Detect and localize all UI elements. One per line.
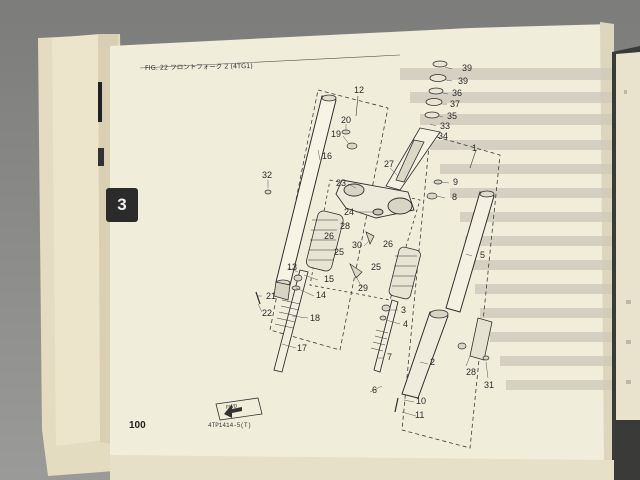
callout-35: 35 [447,111,458,121]
callout-4: 4 [403,319,409,329]
callout-25-left: 25 [334,247,345,257]
callout-28-upper: 28 [340,221,351,231]
callout-18: 18 [310,313,321,323]
callout-28-lower: 28 [466,367,477,377]
fwd-arrow-icon [215,397,263,421]
callout-39b: 39 [458,76,469,86]
callout-2: 2 [430,357,436,367]
callout-12: 12 [354,85,365,95]
group-box-12 [269,89,389,351]
figure-title: FIG. 22 フロントフォーク 2 (4TG1) [144,62,253,72]
callout-37: 37 [450,99,461,109]
callout-10: 10 [416,396,427,406]
callout-1: 1 [472,143,478,153]
callout-5: 5 [480,250,486,260]
callout-26-right: 26 [383,239,394,249]
callout-36: 36 [452,88,463,98]
callout-23: 23 [336,178,347,188]
page-bottom-curl [110,455,614,480]
damper-rods [273,269,399,373]
part-code: 4TP1414-5(T) [208,422,252,429]
callout-26-left: 26 [324,231,335,241]
callout-27: 27 [384,159,395,169]
fork-springs [306,210,421,300]
small-hardware [255,129,490,413]
callout-33: 33 [440,121,451,131]
binding-mark [98,82,102,122]
callout-19: 19 [331,129,342,139]
binding-mark [98,148,104,166]
inner-tube-left [273,94,337,301]
outer-tube-right [401,190,495,399]
callout-16: 16 [322,151,333,161]
section-tab: 3 [106,188,138,222]
callout-34: 34 [438,131,449,141]
callout-21: 21 [266,291,277,301]
page-number: 100 [129,420,146,431]
callout-6: 6 [372,385,378,395]
callout-3: 3 [401,305,407,315]
callout-11: 11 [415,410,425,420]
callout-22: 22 [262,308,273,318]
group-box-1 [401,134,501,449]
left-page-inner [52,34,104,446]
callout-31: 31 [484,380,495,390]
callout-39a: 39 [462,63,473,73]
callout-25-right: 25 [371,262,382,272]
callout-14: 14 [316,290,327,300]
callout-17: 17 [297,343,308,353]
callout-15: 15 [324,274,335,284]
callout-7: 7 [387,352,393,362]
upper-cap-stack [385,60,448,191]
section-tab-number: 3 [117,195,127,214]
next-page-corner [616,52,640,420]
callout-32: 32 [262,170,273,180]
callout-13: 13 [287,262,298,272]
callout-9: 9 [453,177,459,187]
under-bracket [335,179,415,219]
callout-30: 30 [352,240,363,250]
callout-8: 8 [452,192,458,202]
callout-24: 24 [344,207,355,217]
callout-20: 20 [341,115,352,125]
callout-29: 29 [358,283,369,293]
